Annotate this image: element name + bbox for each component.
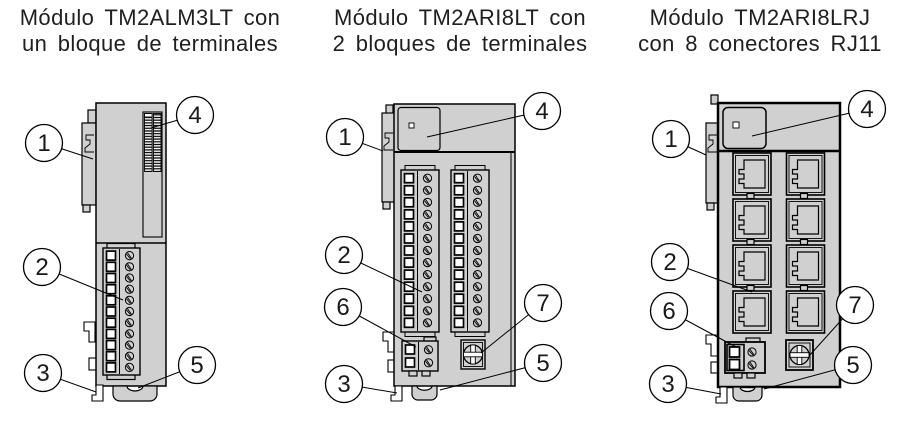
module-1-side-tab [81, 122, 97, 213]
module-1-callout-5: 5 [137, 345, 217, 389]
module-1-callout-3: 3 [23, 353, 97, 393]
module-2-din-hook [382, 331, 396, 373]
callout-number: 4 [535, 98, 548, 125]
module-2-diagram [381, 103, 516, 402]
module-3-title-line2: con 8 conectores RJ11 [638, 31, 882, 56]
module-2-callout-1: 1 [325, 117, 384, 157]
module-3-callout-3: 3 [648, 364, 722, 404]
module-1-top-bump [87, 109, 97, 124]
callout-circle [177, 345, 217, 385]
callout-circle [651, 119, 691, 159]
callout-number: 1 [37, 130, 50, 157]
module-2-bottom-latch [411, 385, 438, 401]
callout-circle [23, 353, 63, 393]
module-3-power-terminal [724, 337, 766, 379]
module-2-callout-6: 6 [323, 287, 417, 348]
module-1-bottom-latch [112, 385, 158, 402]
module-2-callout-3: 3 [324, 364, 398, 404]
callout-number: 7 [848, 292, 861, 319]
callout-circle [175, 95, 215, 135]
callout-number: 4 [188, 102, 201, 129]
callout-number: 1 [338, 124, 351, 151]
module-2-callout-7: 7 [480, 283, 563, 354]
callout-number: 3 [36, 360, 49, 387]
callout-number: 1 [664, 126, 677, 153]
module-2-callout-4: 4 [426, 91, 562, 138]
callout-number: 2 [663, 249, 676, 276]
module-1-title: Módulo TM2ALM3LT con un bloque de termin… [0, 5, 300, 57]
callout-number: 5 [846, 352, 859, 379]
callout-number: 5 [536, 350, 549, 377]
module-3-rj11-connectors [732, 152, 826, 334]
module-2-callout-5: 5 [439, 343, 563, 391]
callout-circle [323, 287, 363, 327]
module-1-callout-2: 2 [22, 247, 124, 301]
callout-circle [22, 247, 62, 287]
module-3-diagram [705, 94, 842, 404]
module-1-diagram [81, 102, 167, 402]
module-3-top-panel [722, 106, 767, 150]
module-1-callout-1: 1 [24, 123, 94, 163]
callout-number: 4 [860, 96, 873, 123]
module-2-top-panel [397, 106, 441, 152]
callout-number: 7 [536, 290, 549, 317]
module-1-din-hook [83, 321, 98, 371]
module-3-bottom-clip [715, 386, 728, 404]
module-2-title-line1: Módulo TM2ARI8LT con [333, 5, 586, 30]
callout-circle [835, 285, 875, 325]
module-2-callout-2: 2 [324, 235, 423, 293]
callout-circle [649, 291, 689, 331]
module-2-title-line2: 2 bloques de terminales [332, 31, 588, 56]
module-3-callout-1: 1 [651, 119, 707, 159]
module-2-title: Módulo TM2ARI8LT con 2 bloques de termin… [308, 5, 612, 57]
callout-circle [833, 345, 873, 385]
callout-number: 6 [662, 298, 675, 325]
module-2-power-terminal [401, 336, 439, 377]
callout-circle [324, 364, 364, 404]
module-1-bottom-clip [91, 384, 104, 402]
module-3-title-line1: Módulo TM2ARI8LRJ [649, 5, 871, 30]
module-3-title: Módulo TM2ARI8LRJ con 8 conectores RJ11 [612, 5, 908, 57]
module-3-callout-5: 5 [763, 345, 873, 390]
module-1-terminal-block [102, 242, 141, 381]
callout-number: 3 [661, 371, 674, 398]
callout-number: 6 [336, 294, 349, 321]
module-2-terminal-block-left [401, 166, 439, 337]
module-3-bottom-latch [732, 386, 763, 402]
module-1-title-line2: un bloque de terminales [21, 31, 279, 56]
module-3-callout-6: 6 [649, 291, 737, 348]
module-2-round-connector [460, 339, 486, 370]
callout-circle [325, 117, 365, 157]
module-1-top-connector [142, 111, 163, 238]
callout-circle [523, 343, 563, 383]
module-3-callout-2: 2 [650, 242, 753, 293]
module-2-bottom-clip [390, 385, 403, 402]
callout-circle [24, 123, 64, 163]
callout-circle [324, 235, 364, 275]
callout-number: 5 [190, 352, 203, 379]
module-3-top-bump [710, 94, 719, 105]
module-1-title-line1: Módulo TM2ALM3LT con [19, 5, 281, 30]
callout-number: 3 [337, 371, 350, 398]
callout-circle [522, 91, 562, 131]
callout-number: 2 [35, 254, 48, 281]
callout-circle [648, 364, 688, 404]
module-2-terminal-block-right [451, 166, 489, 337]
callout-number: 2 [337, 242, 350, 269]
callout-circle [650, 242, 690, 282]
callout-circle [847, 89, 887, 129]
callout-circle [523, 283, 563, 323]
module-3-callout-7: 7 [808, 285, 875, 357]
module-2-side-tab [381, 112, 396, 210]
module-1-callout-4: 4 [150, 95, 215, 135]
module-3-callout-4: 4 [751, 89, 887, 137]
